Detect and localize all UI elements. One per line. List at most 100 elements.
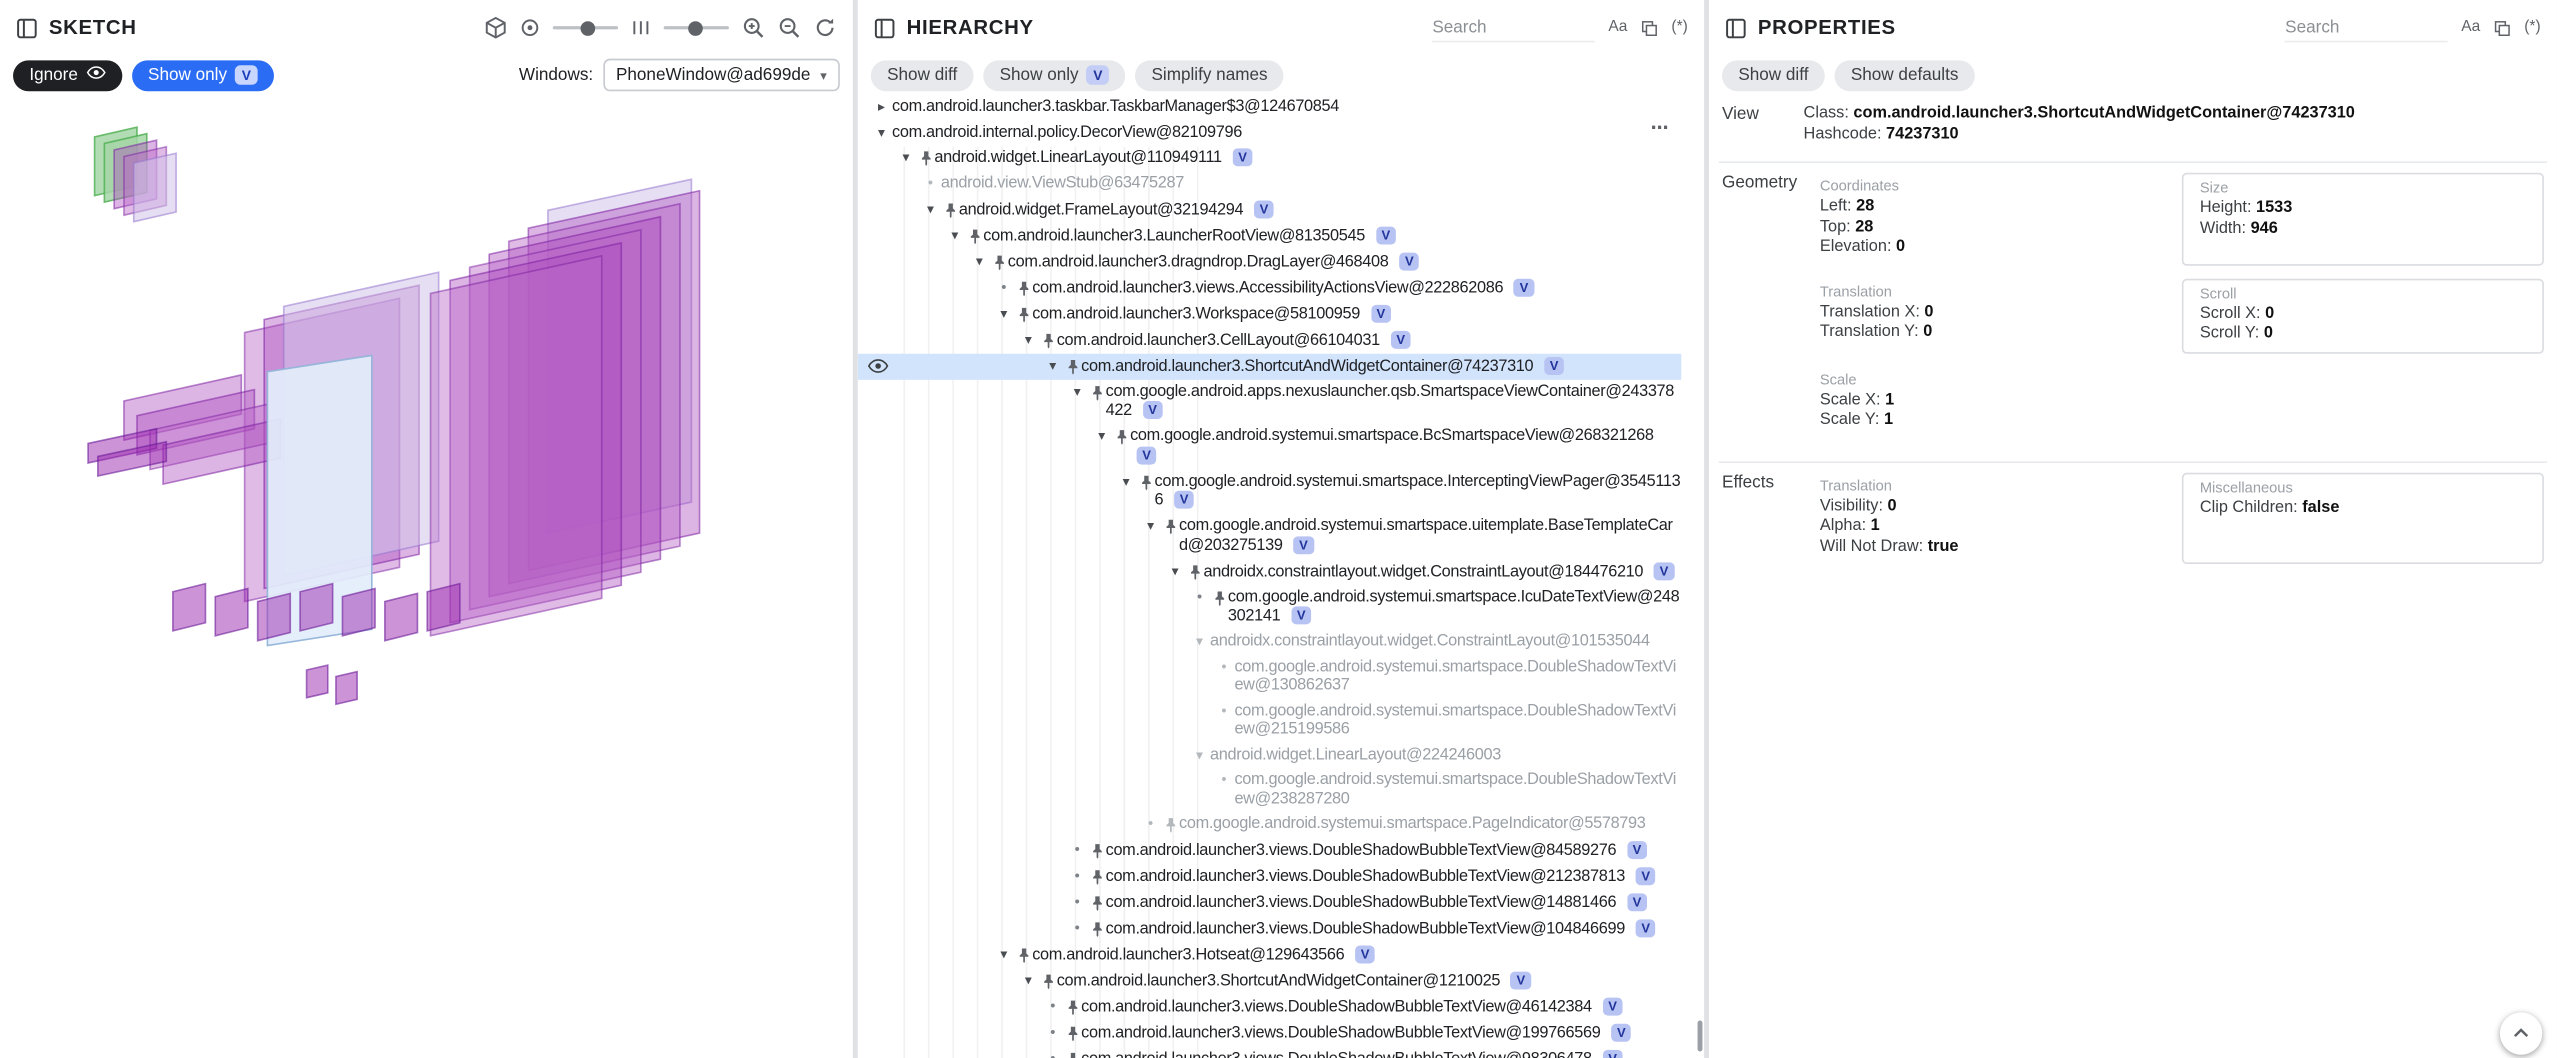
properties-search-input[interactable] bbox=[2285, 13, 2449, 42]
tree-row[interactable]: ▾com.google.android.systemui.smartspace.… bbox=[858, 469, 1682, 514]
collapse-arrow-icon[interactable]: ▾ bbox=[902, 148, 910, 165]
visibility-eye-icon[interactable] bbox=[867, 358, 889, 378]
rotation-icon bbox=[520, 18, 540, 38]
collapse-arrow-icon[interactable]: ▾ bbox=[1049, 356, 1056, 373]
tree-row[interactable]: •com.google.android.systemui.smartspace.… bbox=[858, 655, 1682, 699]
sketch-view-rect[interactable] bbox=[299, 582, 334, 632]
tree-row[interactable]: ▾com.android.launcher3.Workspace@5810095… bbox=[858, 301, 1682, 327]
tree-row[interactable]: ▾com.android.internal.policy.DecorView@8… bbox=[858, 118, 1682, 145]
sketch-view-rect[interactable] bbox=[132, 152, 177, 223]
sketch-view-rect[interactable] bbox=[335, 670, 358, 706]
match-case-icon[interactable]: Aa bbox=[2461, 17, 2481, 36]
collapse-arrow-icon[interactable]: ▾ bbox=[878, 123, 885, 140]
tree-row[interactable]: •com.google.android.systemui.smartspace.… bbox=[858, 699, 1682, 743]
tree-row[interactable]: ▾com.android.launcher3.dragndrop.DragLay… bbox=[858, 249, 1682, 275]
collapse-arrow-icon[interactable]: ▾ bbox=[926, 199, 934, 217]
expand-arrow-icon[interactable]: ▸ bbox=[878, 97, 885, 115]
sketch-view-rect[interactable] bbox=[214, 587, 249, 637]
show-defaults-button[interactable]: Show defaults bbox=[1834, 59, 1975, 91]
tree-row[interactable]: •com.android.launcher3.views.DoubleShado… bbox=[858, 994, 1682, 1020]
show-only-button[interactable]: Show only V bbox=[983, 59, 1126, 91]
sketch-view-rect[interactable] bbox=[341, 587, 376, 637]
collapse-arrow-icon[interactable]: ▾ bbox=[1196, 632, 1203, 649]
3d-view-icon[interactable] bbox=[484, 16, 507, 39]
tree-row[interactable]: •com.android.launcher3.views.DoubleShado… bbox=[858, 915, 1682, 941]
ignore-button[interactable]: Ignore bbox=[13, 59, 122, 91]
tree-row[interactable]: ▾com.android.launcher3.CellLayout@661040… bbox=[858, 327, 1682, 353]
tree-row[interactable]: •com.android.launcher3.views.DoubleShado… bbox=[858, 863, 1682, 889]
group-caption: Scale bbox=[1819, 370, 1857, 388]
show-only-button[interactable]: Show only V bbox=[131, 59, 274, 91]
tree-row[interactable]: ▾com.google.android.apps.nexuslauncher.q… bbox=[858, 379, 1682, 424]
show-diff-button[interactable]: Show diff bbox=[1722, 59, 1825, 91]
sketch-view-rect[interactable] bbox=[527, 189, 701, 572]
match-case-icon[interactable]: Aa bbox=[1608, 17, 1628, 36]
collapse-arrow-icon[interactable]: ▾ bbox=[1000, 944, 1008, 962]
tree-row[interactable]: ▾com.google.android.systemui.smartspace.… bbox=[858, 514, 1682, 559]
tree-row[interactable]: •com.google.android.systemui.smartspace.… bbox=[858, 768, 1682, 812]
sketch-view-rect[interactable] bbox=[305, 664, 329, 699]
tree-row[interactable]: ▾com.android.launcher3.ShortcutAndWidget… bbox=[857, 352, 1682, 380]
tree-row[interactable]: ▾androidx.constraintlayout.widget.Constr… bbox=[858, 629, 1682, 654]
scrollbar-thumb[interactable] bbox=[1697, 1020, 1703, 1052]
sketch-view-rect[interactable] bbox=[426, 582, 461, 632]
tree-row[interactable]: ▾android.widget.LinearLayout@224246003 bbox=[858, 743, 1682, 768]
hierarchy-search-input[interactable] bbox=[1432, 13, 1596, 42]
sketch-view-rect[interactable] bbox=[488, 215, 662, 598]
tree-row[interactable]: ▾android.widget.LinearLayout@110949111 V bbox=[858, 145, 1682, 171]
tree-row[interactable]: ▾com.google.android.systemui.smartspace.… bbox=[858, 424, 1682, 469]
sketch-view-rect[interactable] bbox=[384, 592, 419, 642]
windows-dropdown[interactable]: PhoneWindow@ad699de ▾ bbox=[602, 58, 840, 92]
slider-knob[interactable] bbox=[580, 20, 596, 36]
sketch-view-rect[interactable] bbox=[507, 202, 681, 585]
collapse-arrow-icon[interactable]: ▾ bbox=[975, 251, 983, 269]
collapse-arrow-icon[interactable]: ▾ bbox=[951, 225, 959, 243]
slider-knob[interactable] bbox=[688, 20, 703, 36]
spacing-slider[interactable] bbox=[663, 20, 729, 36]
tree-row[interactable]: ▾androidx.constraintlayout.widget.Constr… bbox=[858, 558, 1682, 584]
sketch-canvas[interactable] bbox=[0, 95, 853, 1058]
collapse-arrow-icon[interactable]: ▾ bbox=[1122, 471, 1130, 489]
tree-row[interactable]: ▾com.android.launcher3.LauncherRootView@… bbox=[858, 223, 1682, 249]
collapse-panel-button[interactable] bbox=[2499, 1012, 2543, 1055]
regex-icon[interactable]: (*) bbox=[1671, 17, 1688, 36]
tree-row[interactable]: •android.view.ViewStub@63475287 bbox=[858, 171, 1682, 196]
sketch-view-rect[interactable] bbox=[468, 228, 642, 611]
zoom-in-icon[interactable] bbox=[742, 16, 765, 39]
tree-row[interactable]: •com.android.launcher3.views.Accessibili… bbox=[858, 275, 1682, 301]
tree-row[interactable]: •com.google.android.systemui.smartspace.… bbox=[858, 584, 1682, 629]
tree-row[interactable]: ▸com.android.launcher3.taskbar.TaskbarMa… bbox=[858, 95, 1682, 120]
tree-row[interactable]: ▾com.android.launcher3.ShortcutAndWidget… bbox=[858, 968, 1682, 994]
sketch-view-rect[interactable] bbox=[429, 254, 603, 637]
tree-row[interactable]: •com.android.launcher3.views.DoubleShado… bbox=[858, 837, 1682, 863]
row-menu-icon[interactable]: ⋯ bbox=[1650, 118, 1669, 138]
simplify-names-button[interactable]: Simplify names bbox=[1135, 59, 1284, 91]
sketch-view-rect[interactable] bbox=[97, 440, 168, 478]
collapse-arrow-icon[interactable]: ▾ bbox=[1098, 427, 1105, 444]
collapse-arrow-icon[interactable]: ▾ bbox=[1171, 561, 1179, 578]
show-diff-button[interactable]: Show diff bbox=[870, 59, 974, 91]
collapse-arrow-icon[interactable]: ▾ bbox=[1024, 330, 1032, 347]
rotation-slider[interactable] bbox=[552, 20, 619, 36]
reset-zoom-icon[interactable] bbox=[814, 16, 837, 39]
tree-row[interactable]: ▾com.android.launcher3.Hotseat@129643566… bbox=[858, 941, 1682, 967]
collapse-arrow-icon[interactable]: ▾ bbox=[1073, 382, 1081, 399]
sketch-view-rect[interactable] bbox=[123, 373, 243, 442]
tree-row[interactable]: •com.android.launcher3.views.DoubleShado… bbox=[858, 1020, 1682, 1046]
search-filter-icon[interactable] bbox=[2493, 19, 2511, 37]
tree-row[interactable]: •com.android.launcher3.views.DoubleShado… bbox=[858, 1046, 1682, 1058]
collapse-arrow-icon[interactable]: ▾ bbox=[1024, 970, 1032, 988]
collapse-arrow-icon[interactable]: ▾ bbox=[1196, 745, 1203, 763]
tree-row[interactable]: •com.android.launcher3.views.DoubleShado… bbox=[858, 889, 1682, 915]
sketch-view-rect[interactable] bbox=[547, 178, 693, 535]
sketch-view-rect[interactable] bbox=[449, 241, 623, 624]
collapse-arrow-icon[interactable]: ▾ bbox=[1147, 516, 1154, 534]
sketch-view-rect[interactable] bbox=[256, 592, 292, 642]
sketch-view-rect[interactable] bbox=[172, 582, 207, 632]
regex-icon[interactable]: (*) bbox=[2524, 17, 2541, 36]
collapse-arrow-icon[interactable]: ▾ bbox=[1000, 304, 1008, 321]
tree-row[interactable]: •com.google.android.systemui.smartspace.… bbox=[858, 812, 1682, 837]
search-filter-icon[interactable] bbox=[1640, 19, 1658, 37]
zoom-out-icon[interactable] bbox=[778, 16, 801, 39]
tree-row[interactable]: ▾android.widget.FrameLayout@32194294 V bbox=[858, 196, 1682, 222]
